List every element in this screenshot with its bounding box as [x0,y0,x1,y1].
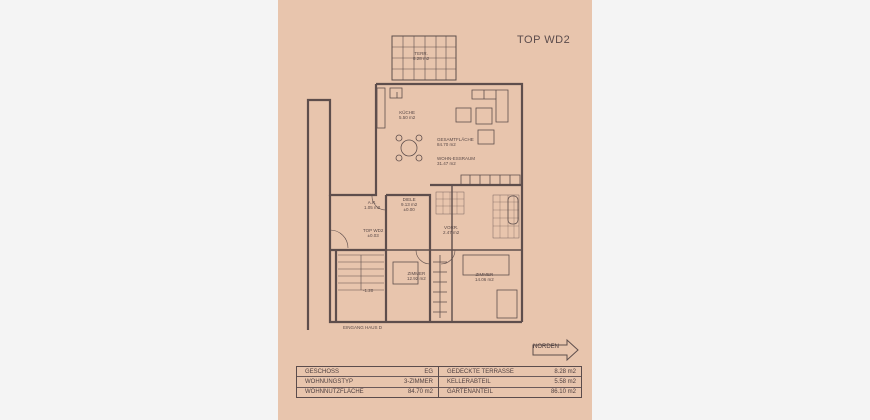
info-label: WOHNNUTZFLÄCHE [305,389,364,396]
info-label: WOHNUNGSTYP [305,378,353,385]
info-value: 8.28 m2 [554,368,576,375]
north-label: NORDEN [533,344,560,350]
storage-label: A.R.1.05 m2 [364,200,381,210]
north-arrow-icon [532,338,579,362]
info-value: 86.10 m2 [550,389,576,396]
doors [329,194,456,265]
furniture [392,89,521,319]
info-row: WOHNUNGSTYP 3-ZIMMER [297,377,438,388]
stairs [338,254,384,291]
info-row: KELLERABTEIL 5.58 m2 [439,377,581,388]
info-value: 5.58 m2 [554,378,576,385]
stair-label: TOP WD2±0.03 [363,228,384,238]
terrace-label: TERR.8.28 m2 [413,51,430,61]
outer-walls [306,82,524,330]
apartment-title: TOP WD2 [517,34,571,46]
info-row: GESCHOSS EG [297,367,438,378]
info-label: GEDECKTE TERRASSE [447,368,514,375]
apartment-info-table: GESCHOSS EG WOHNUNGSTYP 3-ZIMMER WOHNNUTZF… [296,366,582,398]
info-label: GARTENANTEIL [447,389,493,396]
info-row: GARTENANTEIL 86.10 m2 [439,388,581,397]
info-label: KELLERABTEIL [447,378,491,385]
info-value: 3-ZIMMER [404,378,433,385]
kitchen-counters [376,87,403,129]
info-value: EG [424,368,433,375]
info-row: WOHNNUTZFLÄCHE 84.70 m2 [297,388,438,397]
entrance-label: EINGANG HAUS D [343,325,383,330]
entry-label: VORR.2.47 m2 [443,225,460,235]
landing-level: -1.20 [363,288,374,293]
info-value: 84.70 m2 [407,389,433,396]
info-row: GEDECKTE TERRASSE 8.28 m2 [439,367,581,378]
terrace-grid [391,35,457,81]
info-label: GESCHOSS [305,368,340,375]
